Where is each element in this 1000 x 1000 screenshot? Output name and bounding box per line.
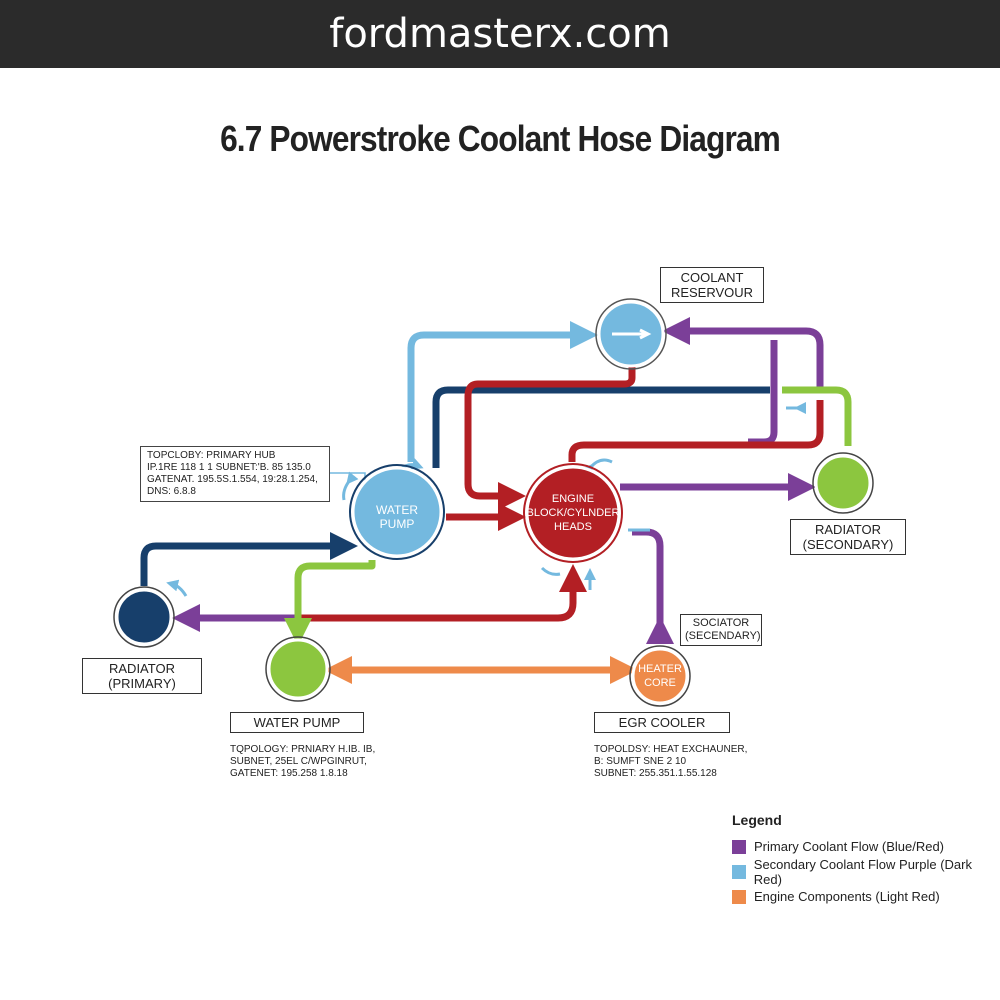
site-banner: fordmasterx.com	[0, 0, 1000, 68]
radiator-primary-node	[115, 588, 173, 646]
egr-info: TOPOLDSY: HEAT EXCHAUNER, B: SUMFT SNE 2…	[594, 744, 748, 779]
legend-label: Primary Coolant Flow (Blue/Red)	[754, 839, 945, 854]
hose-navy-radiator-pump	[140, 532, 358, 586]
reservoir-label: COOLANT RESERVOUR	[660, 267, 764, 303]
water-pump-lower-label: WATER PUMP	[230, 712, 364, 733]
legend-label: Secondary Coolant Flow Purple (Dark Red)	[753, 856, 972, 887]
hose-navy-top	[432, 386, 770, 468]
legend-swatch	[732, 864, 746, 879]
heater-core-node	[631, 647, 689, 705]
hose-green-top	[782, 386, 852, 446]
hose-red-engine-top	[568, 400, 824, 462]
engine-label: ENGINE BLOCK/CYLNDER HEADS	[526, 493, 620, 533]
hose-red-reservoir	[464, 365, 636, 510]
engine-node	[525, 465, 621, 561]
legend-item: Secondary Coolant Flow Purple (Dark Red)	[732, 856, 1000, 887]
hose-green-pump-lower	[284, 560, 376, 646]
radiator-primary-label: RADIATOR (PRIMARY)	[82, 658, 202, 694]
page-title: 6.7 Powerstroke Coolant Hose Diagram	[220, 118, 781, 159]
water-pump-node	[351, 466, 443, 558]
water-pump-label: WATER PUMP	[376, 503, 418, 531]
legend-item: Engine Components (Light Red)	[732, 884, 1000, 909]
legend-title: Legend	[732, 812, 782, 828]
flow-arrows	[166, 402, 806, 597]
hose-purple-to-reservoir	[662, 317, 824, 392]
heater-core-label: HEATER CORE	[638, 663, 682, 689]
hose-purple-sociator	[632, 528, 674, 644]
legend-label: Engine Components (Light Red)	[754, 889, 940, 904]
hose-pump-to-reservoir	[407, 321, 598, 462]
radiator-secondary-node	[814, 454, 872, 512]
arrow-right-icon	[612, 328, 652, 340]
water-pump-lower-node	[267, 638, 329, 700]
legend-item: Primary Coolant Flow (Blue/Red)	[732, 834, 1000, 859]
sociator-label: SOCIATOR (SECENDARY)	[680, 614, 762, 646]
legend-swatch	[732, 839, 746, 854]
legend: Legend Primary Coolant Flow (Blue/Red) S…	[732, 812, 1000, 909]
hose-red-bottom	[300, 564, 587, 622]
egr-cooler-label: EGR COOLER	[594, 712, 730, 733]
legend-swatch	[732, 889, 746, 904]
pump-info: TQPOLOGY: PRNIARY H.IB. IB, SUBNET, 25EL…	[230, 744, 376, 779]
hub-info-box: TOPCLOBY: PRIMARY HUB IP.1RE 118 1 1 SUB…	[140, 446, 330, 502]
radiator-secondary-label: RADIATOR (SECONDARY)	[790, 519, 906, 555]
